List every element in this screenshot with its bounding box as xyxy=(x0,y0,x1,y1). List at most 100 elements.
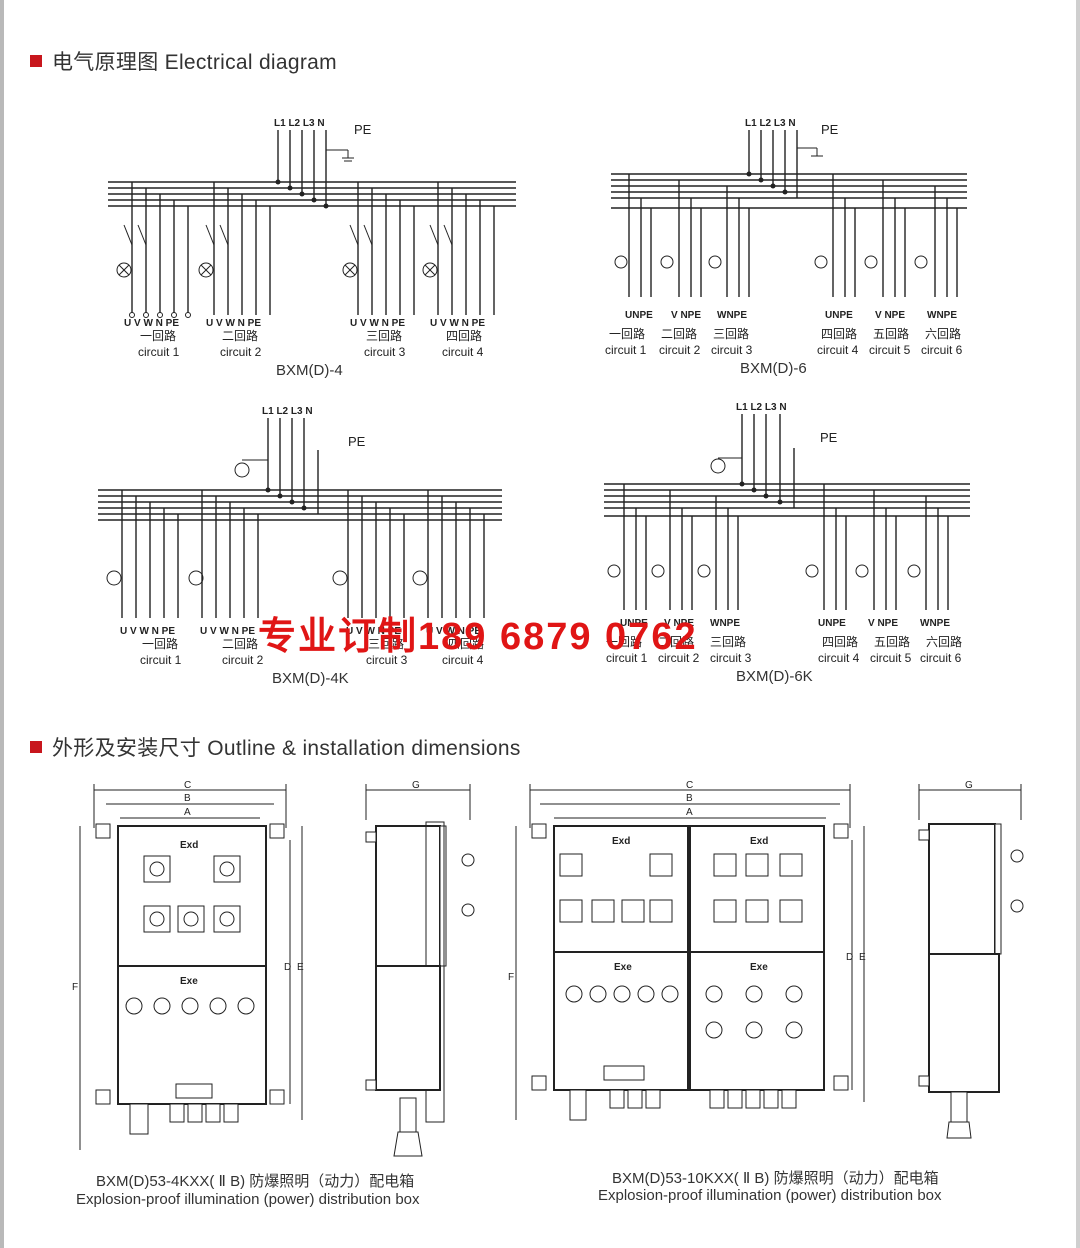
circuit-en-label: circuit 2 xyxy=(222,653,264,667)
branch-circuits xyxy=(614,174,958,297)
section-marker-icon xyxy=(30,55,42,67)
outline-drawing: C B A F D E Exd Exd Exe Exe xyxy=(508,780,866,1121)
outline-drawing: G xyxy=(918,780,1024,1139)
terminal-label: U V W N PE xyxy=(426,626,481,637)
exd-chamber xyxy=(117,825,267,967)
bus-bars xyxy=(611,130,967,209)
circuit-cn-label: 二回路 xyxy=(222,328,258,343)
wiring-diagram-bxm-6: L1 L2 L3 N PE UNPE V NPE WNPE UNPE V NPE… xyxy=(605,112,975,357)
chamber-label: Exd xyxy=(750,836,768,847)
terminal-label: U V W N PE xyxy=(120,626,175,637)
circuit-cn-label: 二回路 xyxy=(661,326,697,341)
circuit-cn-label: 二回路 xyxy=(658,634,694,649)
terminal-label: V NPE xyxy=(671,310,701,321)
section-marker-icon xyxy=(30,741,42,753)
terminal-label: U V W N PE xyxy=(124,318,179,329)
circuit-en-label: circuit 5 xyxy=(870,651,912,665)
dimension-label: C xyxy=(686,780,693,791)
dimension-label: A xyxy=(184,807,191,818)
wiring-diagram-drawing: L1 L2 L3 N PE xyxy=(108,118,516,359)
circuit-en-label: circuit 2 xyxy=(659,343,701,357)
section-title: 外形及安装尺寸 Outline & installation dimension… xyxy=(52,737,521,760)
outline-drawing: G xyxy=(365,780,475,1157)
product-caption-cn: BXM(D)53-4KXX( Ⅱ B) 防爆照明（动力）配电箱 xyxy=(96,1173,415,1190)
dimension-label: E xyxy=(859,952,866,963)
circuit-en-label: circuit 4 xyxy=(442,653,484,667)
dimension-label: A xyxy=(686,807,693,818)
wiring-diagram-drawing: L1 L2 L3 N PE UNPE V NPE WNPE UNPE V NPE… xyxy=(604,402,970,665)
circuit-en-label: circuit 6 xyxy=(921,343,963,357)
terminal-label: V NPE xyxy=(868,618,898,629)
terminal-label: V NPE xyxy=(875,310,905,321)
circuit-en-label: circuit 4 xyxy=(442,345,484,359)
circuit-cn-label: 一回路 xyxy=(142,636,178,651)
chamber-label: Exe xyxy=(614,962,632,973)
circuit-en-label: circuit 1 xyxy=(606,651,648,665)
circuit-cn-label: 三回路 xyxy=(368,636,404,651)
terminal-label: U V W N PE xyxy=(430,318,485,329)
outline-drawing: C B A F D E Exd Exe xyxy=(72,780,304,1150)
diagram-model-label: BXM(D)-6 xyxy=(740,360,807,377)
circuit-cn-label: 一回路 xyxy=(606,634,642,649)
outline-front-view-10k: C B A F D E Exd Exd Exe Exe xyxy=(500,780,880,1140)
chamber-label: Exd xyxy=(612,836,630,847)
page-edge-left xyxy=(0,0,4,1248)
bus-phase-label: L1 L2 L3 N xyxy=(736,402,787,413)
circuit-cn-label: 五回路 xyxy=(873,326,909,341)
section-heading-outline: 外形及安装尺寸 Outline & installation dimension… xyxy=(30,732,521,762)
terminal-label: UNPE xyxy=(825,310,853,321)
dimension-lines xyxy=(79,784,303,1150)
bus-bars xyxy=(98,418,502,521)
circuit-en-label: circuit 6 xyxy=(920,651,962,665)
terminal-label: U V W N PE xyxy=(206,318,261,329)
circuit-en-label: circuit 3 xyxy=(711,343,753,357)
terminal-label: UNPE xyxy=(625,310,653,321)
dimension-label: D xyxy=(846,952,853,963)
circuit-en-label: circuit 2 xyxy=(220,345,262,359)
pe-label: PE xyxy=(348,434,366,449)
product-caption-en: Explosion-proof illumination (power) dis… xyxy=(598,1187,942,1204)
bus-bars xyxy=(604,414,970,517)
circuit-en-label: circuit 1 xyxy=(605,343,647,357)
circuit-en-label: circuit 3 xyxy=(366,653,408,667)
diagram-model-label: BXM(D)-4 xyxy=(276,362,343,379)
circuit-cn-label: 四回路 xyxy=(446,328,482,343)
circuit-en-label: circuit 3 xyxy=(710,651,752,665)
wiring-diagram-bxm-4: L1 L2 L3 N PE xyxy=(100,110,530,359)
outline-side-view-10k: G xyxy=(905,780,1035,1140)
wiring-diagram-bxm-4k: L1 L2 L3 N PE U V W N PE U V W N PE U V … xyxy=(92,400,512,667)
product-caption-cn: BXM(D)53-10KXX( Ⅱ B) 防爆照明（动力）配电箱 xyxy=(612,1170,939,1187)
circuit-group-3 xyxy=(342,182,415,315)
circuit-en-label: circuit 1 xyxy=(140,653,182,667)
section-heading-electrical: 电气原理图 Electrical diagram xyxy=(30,46,337,76)
circuit-cn-label: 一回路 xyxy=(609,326,645,341)
circuit-cn-label: 四回路 xyxy=(448,636,484,651)
product-caption-en: Explosion-proof illumination (power) dis… xyxy=(76,1191,420,1208)
circuit-cn-label: 五回路 xyxy=(874,634,910,649)
circuit-cn-label: 二回路 xyxy=(222,636,258,651)
section-title: 电气原理图 Electrical diagram xyxy=(52,51,337,74)
chamber-label: Exe xyxy=(750,962,768,973)
diagram-model-label: BXM(D)-4K xyxy=(272,670,349,687)
terminal-label: UNPE xyxy=(818,618,846,629)
pe-label: PE xyxy=(821,122,839,137)
circuit-en-label: circuit 4 xyxy=(817,343,859,357)
circuit-en-label: circuit 2 xyxy=(658,651,700,665)
dimension-label: F xyxy=(508,972,514,983)
terminal-label: WNPE xyxy=(710,618,740,629)
bus-phase-label: L1 L2 L3 N xyxy=(262,406,313,417)
circuit-cn-label: 四回路 xyxy=(822,634,858,649)
circuit-group-4 xyxy=(422,182,495,315)
circuit-group-1 xyxy=(116,182,191,318)
circuit-cn-label: 三回路 xyxy=(713,326,749,341)
dimension-label: E xyxy=(297,962,304,973)
terminal-label: U V W N PE xyxy=(350,318,405,329)
circuit-en-label: circuit 3 xyxy=(364,345,406,359)
branch-circuits xyxy=(106,490,485,618)
page-edge-right xyxy=(1076,0,1080,1248)
circuit-group-2 xyxy=(198,182,271,315)
circuit-cn-label: 一回路 xyxy=(140,328,176,343)
chamber-label: Exd xyxy=(180,840,198,851)
pe-label: PE xyxy=(820,430,838,445)
circuit-cn-label: 六回路 xyxy=(926,634,962,649)
